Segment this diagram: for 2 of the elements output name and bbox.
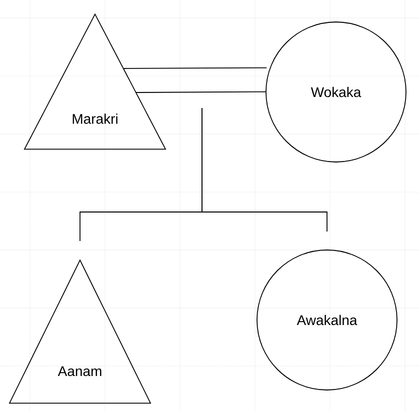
descent-line (202, 108, 328, 232)
marriage-line (124, 67, 268, 93)
